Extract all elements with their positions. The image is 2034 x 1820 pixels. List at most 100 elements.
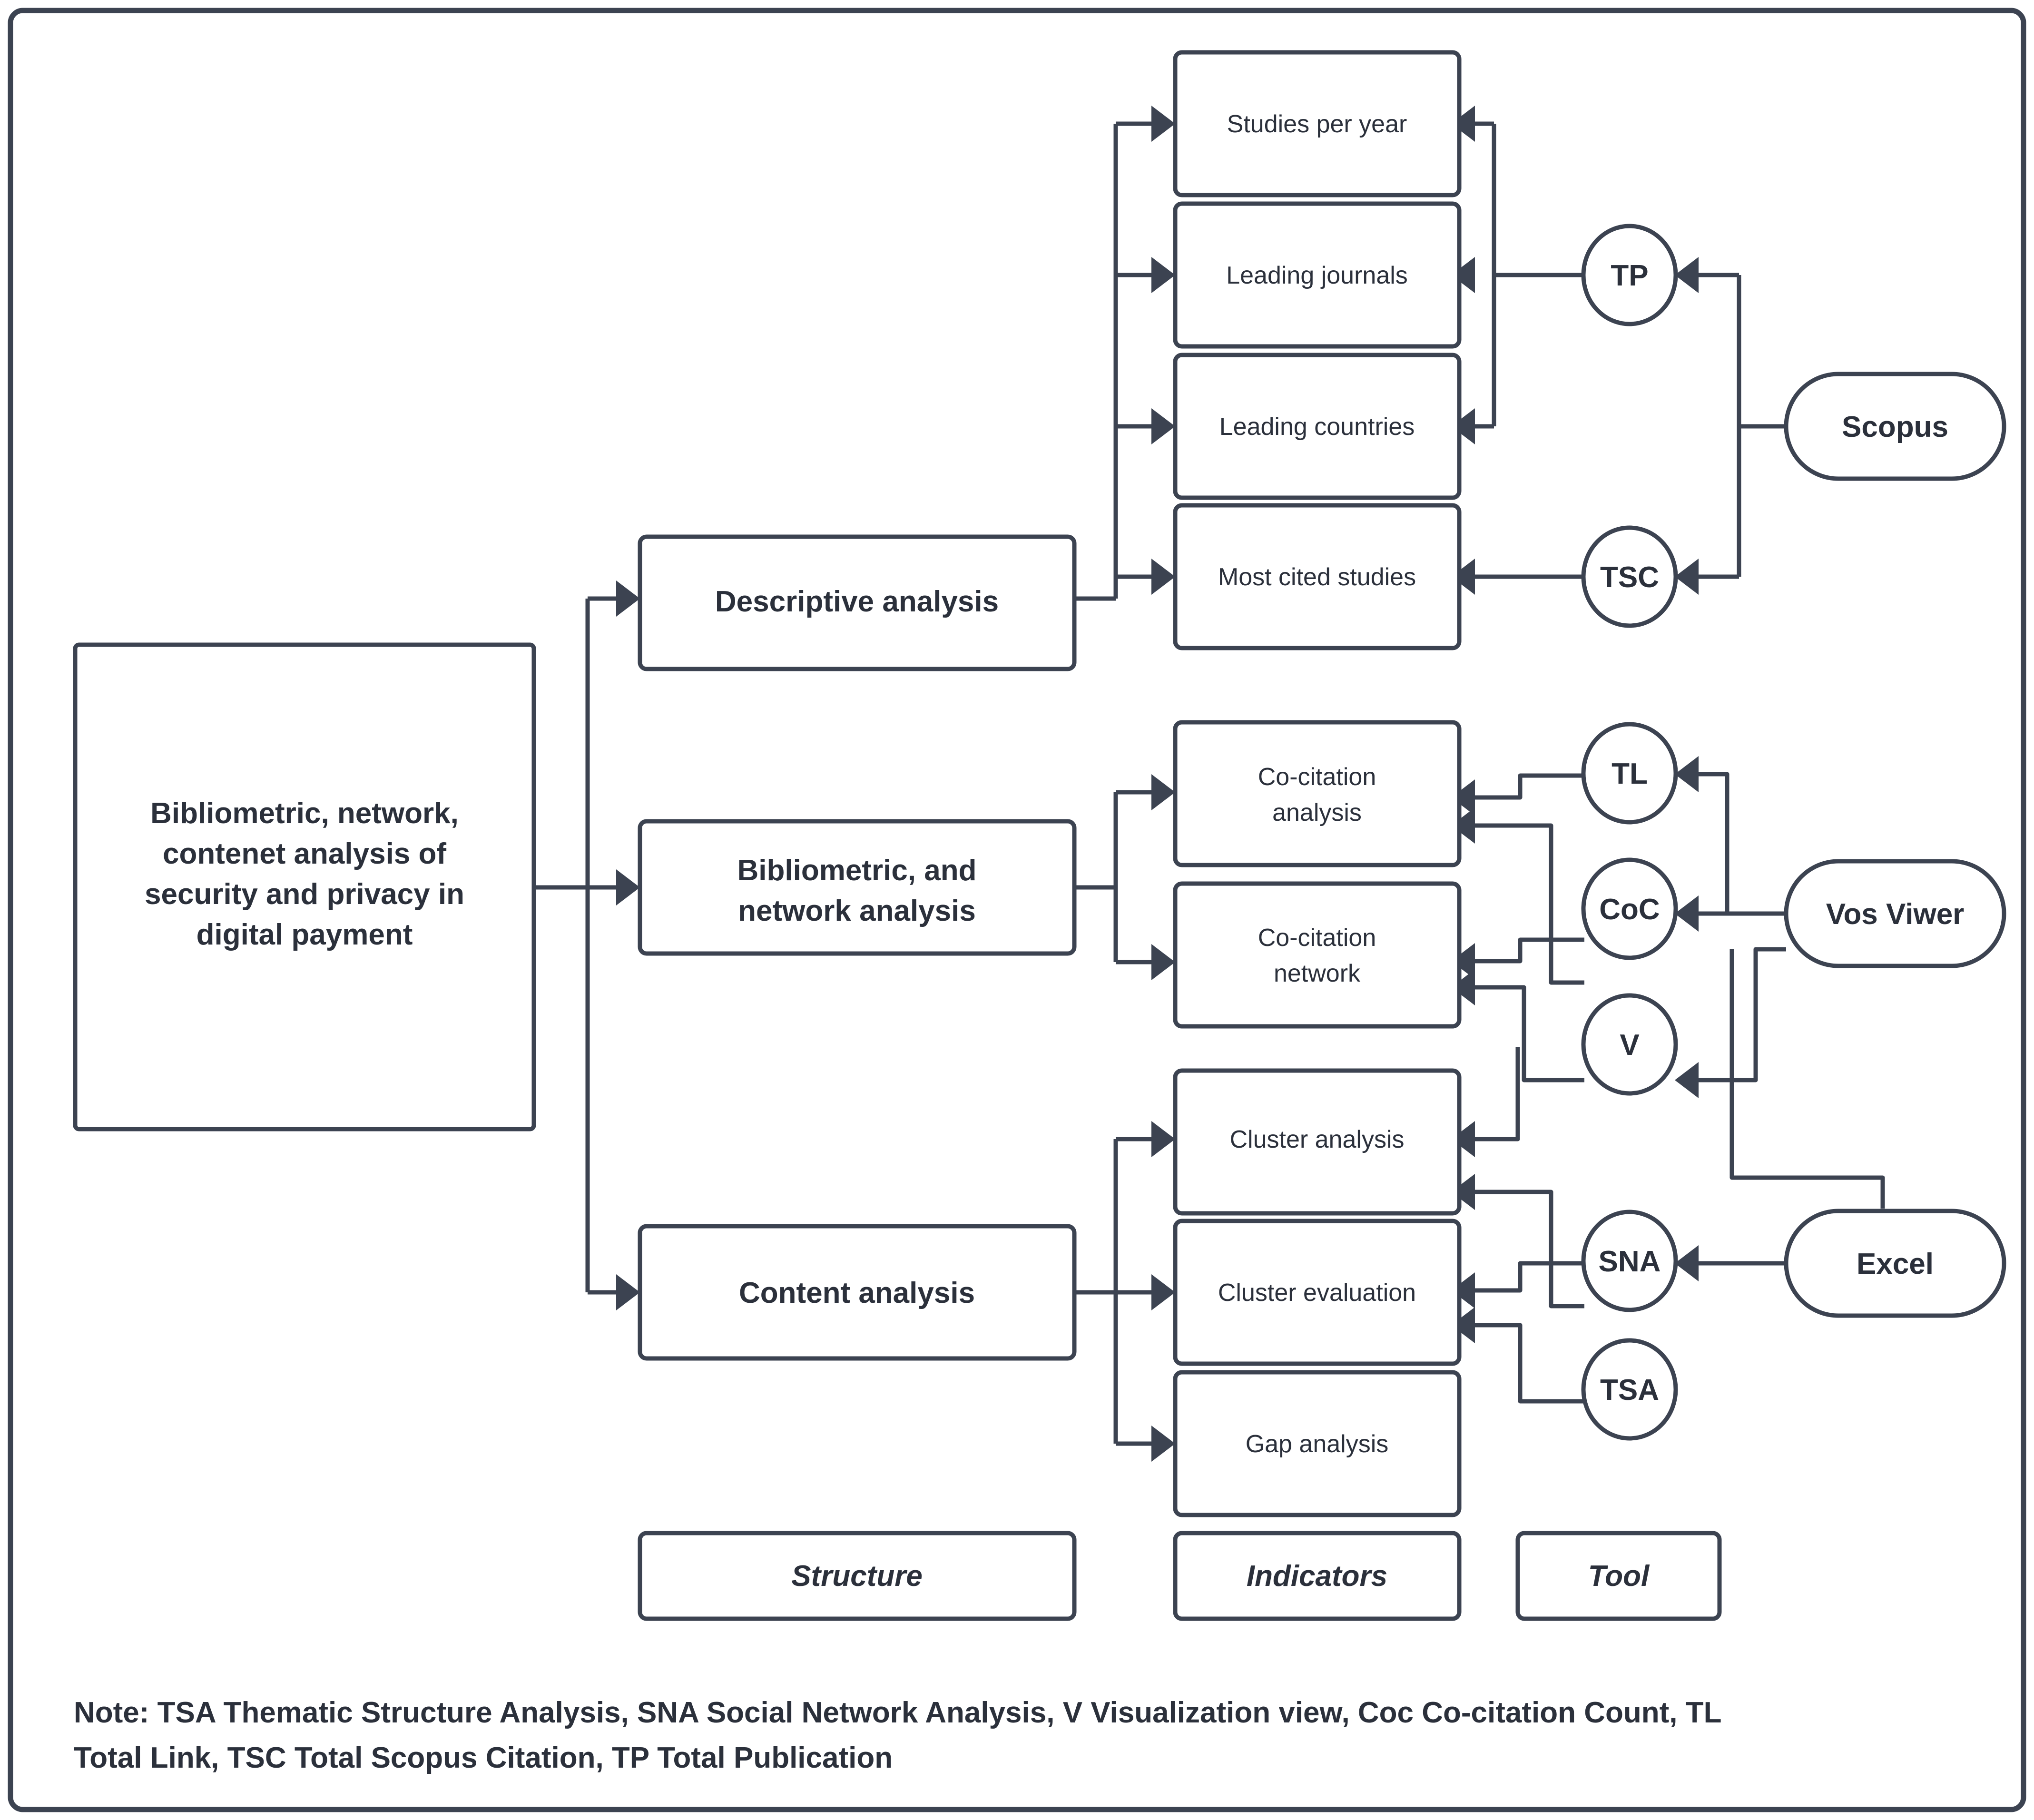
tl-circle — [1581, 722, 1678, 825]
sna-label: SNA — [1599, 1245, 1661, 1278]
arrow-coc-to-cocite-analysis — [1451, 807, 1475, 844]
connector-coc-cocite-analysis — [1475, 823, 1584, 985]
node-descriptive-analysis[interactable]: Descriptive analysis — [638, 534, 1077, 671]
arrow-studies-per-year — [1151, 106, 1175, 142]
descriptive-analysis-label: Descriptive analysis — [715, 585, 999, 618]
tsa-label: TSA — [1600, 1374, 1659, 1407]
connector-vosviwer-tl — [1699, 772, 1729, 914]
node-bibliometric-network-analysis[interactable]: Bibliometric, and network analysis — [638, 819, 1077, 956]
legend-tool-label: Tool — [1588, 1560, 1650, 1593]
note-line-2: Total Link, TSC Total Scopus Citation, T… — [74, 1741, 893, 1774]
v-circle — [1581, 993, 1678, 1096]
node-cluster-analysis[interactable]: Cluster analysis — [1173, 1068, 1462, 1216]
arrow-vosviwer-to-tl — [1675, 756, 1699, 792]
arrow-tp-to-studies — [1451, 106, 1475, 142]
node-sna[interactable]: SNA — [1581, 1210, 1678, 1312]
node-co-citation-analysis[interactable]: Co-citation analysis — [1173, 720, 1462, 867]
vos-viwer-pill — [1784, 859, 2006, 968]
cluster-evaluation-label: Cluster evaluation — [1218, 1279, 1416, 1307]
note-line-1: Note: TSA Thematic Structure Analysis, S… — [74, 1696, 1721, 1729]
coc-circle — [1581, 857, 1678, 960]
root-label-line3: security and privacy in — [145, 878, 464, 911]
sna-circle — [1581, 1210, 1678, 1312]
tp-label: TP — [1611, 259, 1648, 292]
arrow-tp-to-journals — [1451, 257, 1475, 293]
connector-v-cluster-analysis — [1475, 1047, 1520, 1141]
arrow-sna-to-cluster-analysis — [1451, 1174, 1475, 1210]
connector-scopus-bus — [1737, 275, 1786, 577]
node-gap-analysis[interactable]: Gap analysis — [1173, 1370, 1462, 1517]
node-leading-journals[interactable]: Leading journals — [1173, 201, 1462, 349]
content-analysis-label: Content analysis — [739, 1277, 975, 1309]
arrow-leading-countries — [1151, 408, 1175, 444]
leading-journals-label: Leading journals — [1226, 262, 1408, 289]
bibliometric-label-line2: network analysis — [738, 895, 976, 927]
most-cited-studies-label: Most cited studies — [1218, 563, 1416, 591]
co-citation-network-label-line2: network — [1274, 960, 1361, 987]
coc-label: CoC — [1599, 893, 1660, 926]
root-box — [73, 642, 536, 1131]
connector-tl-cocite-analysis — [1475, 773, 1584, 800]
legend-structure[interactable]: Structure — [638, 1531, 1077, 1621]
arrow-scopus-to-tsc — [1675, 559, 1699, 595]
excel-label: Excel — [1857, 1248, 1934, 1280]
node-vos-viwer[interactable]: Vos Viwer — [1784, 859, 2006, 968]
cluster-analysis-label: Cluster analysis — [1229, 1126, 1404, 1153]
node-content-analysis[interactable]: Content analysis — [638, 1224, 1077, 1361]
arrow-v-to-cocite-network — [1451, 969, 1475, 1005]
arrow-cluster-evaluation — [1151, 1274, 1175, 1310]
legend-tool[interactable]: Tool — [1515, 1531, 1722, 1621]
arrow-tp-to-countries — [1451, 408, 1475, 444]
arrow-leading-journals — [1151, 257, 1175, 293]
node-tsc[interactable]: TSC — [1581, 525, 1678, 628]
node-cluster-evaluation[interactable]: Cluster evaluation — [1173, 1219, 1462, 1366]
co-citation-analysis-label-line2: analysis — [1272, 799, 1362, 826]
excel-pill — [1784, 1209, 2006, 1318]
legend-indicators-label: Indicators — [1247, 1560, 1387, 1593]
vos-viwer-label: Vos Viwer — [1826, 898, 1965, 931]
most-cited-studies-box — [1173, 503, 1462, 650]
leading-countries-box — [1173, 353, 1462, 500]
node-tp[interactable]: TP — [1581, 224, 1678, 326]
legend-indicators[interactable]: Indicators — [1173, 1531, 1462, 1621]
node-most-cited-studies[interactable]: Most cited studies — [1173, 503, 1462, 650]
legend-indicators-box — [1173, 1531, 1462, 1621]
arrow-vosviwer-to-v — [1675, 1062, 1699, 1098]
legend-tool-box — [1515, 1531, 1722, 1621]
node-coc[interactable]: CoC — [1581, 857, 1678, 960]
bibliometric-network-analysis-box — [638, 819, 1077, 956]
node-studies-per-year[interactable]: Studies per year — [1173, 50, 1462, 197]
node-tsa[interactable]: TSA — [1581, 1338, 1678, 1441]
connector-coc-cocite-network — [1475, 937, 1584, 964]
connector-excel-riser — [1729, 949, 1885, 1209]
tsc-circle — [1581, 525, 1678, 628]
node-excel[interactable]: Excel — [1784, 1209, 2006, 1318]
cluster-evaluation-box — [1173, 1219, 1462, 1366]
leading-countries-label: Leading countries — [1219, 413, 1415, 441]
node-leading-countries[interactable]: Leading countries — [1173, 353, 1462, 500]
co-citation-analysis-label-line1: Co-citation — [1258, 763, 1376, 791]
arrow-tsa-to-cluster-evaluation — [1451, 1307, 1475, 1343]
arrow-content — [616, 1274, 640, 1310]
scopus-label: Scopus — [1842, 411, 1948, 443]
root-label-line2: contenet analysis of — [163, 837, 446, 870]
arrow-most-cited — [1151, 559, 1175, 595]
node-v[interactable]: V — [1581, 993, 1678, 1096]
arrow-sna-to-cluster-evaluation — [1451, 1272, 1475, 1308]
descriptive-analysis-box — [638, 534, 1077, 671]
node-co-citation-network[interactable]: Co-citation network — [1173, 881, 1462, 1029]
leading-journals-box — [1173, 201, 1462, 349]
root-label-line1: Bibliometric, network, — [150, 797, 459, 830]
tsa-circle — [1581, 1338, 1678, 1441]
studies-per-year-label: Studies per year — [1227, 110, 1407, 138]
bibliometric-label-line1: Bibliometric, and — [737, 854, 977, 887]
arrow-scopus-to-tp — [1675, 257, 1699, 293]
node-tl[interactable]: TL — [1581, 722, 1678, 825]
arrow-tsc-to-mostcited — [1451, 559, 1475, 595]
node-root[interactable]: Bibliometric, network, contenet analysis… — [73, 642, 536, 1131]
node-scopus[interactable]: Scopus — [1784, 372, 2006, 481]
arrow-bibliometric — [616, 869, 640, 905]
co-citation-network-label-line1: Co-citation — [1258, 924, 1376, 952]
root-label-line4: digital payment — [197, 918, 413, 951]
